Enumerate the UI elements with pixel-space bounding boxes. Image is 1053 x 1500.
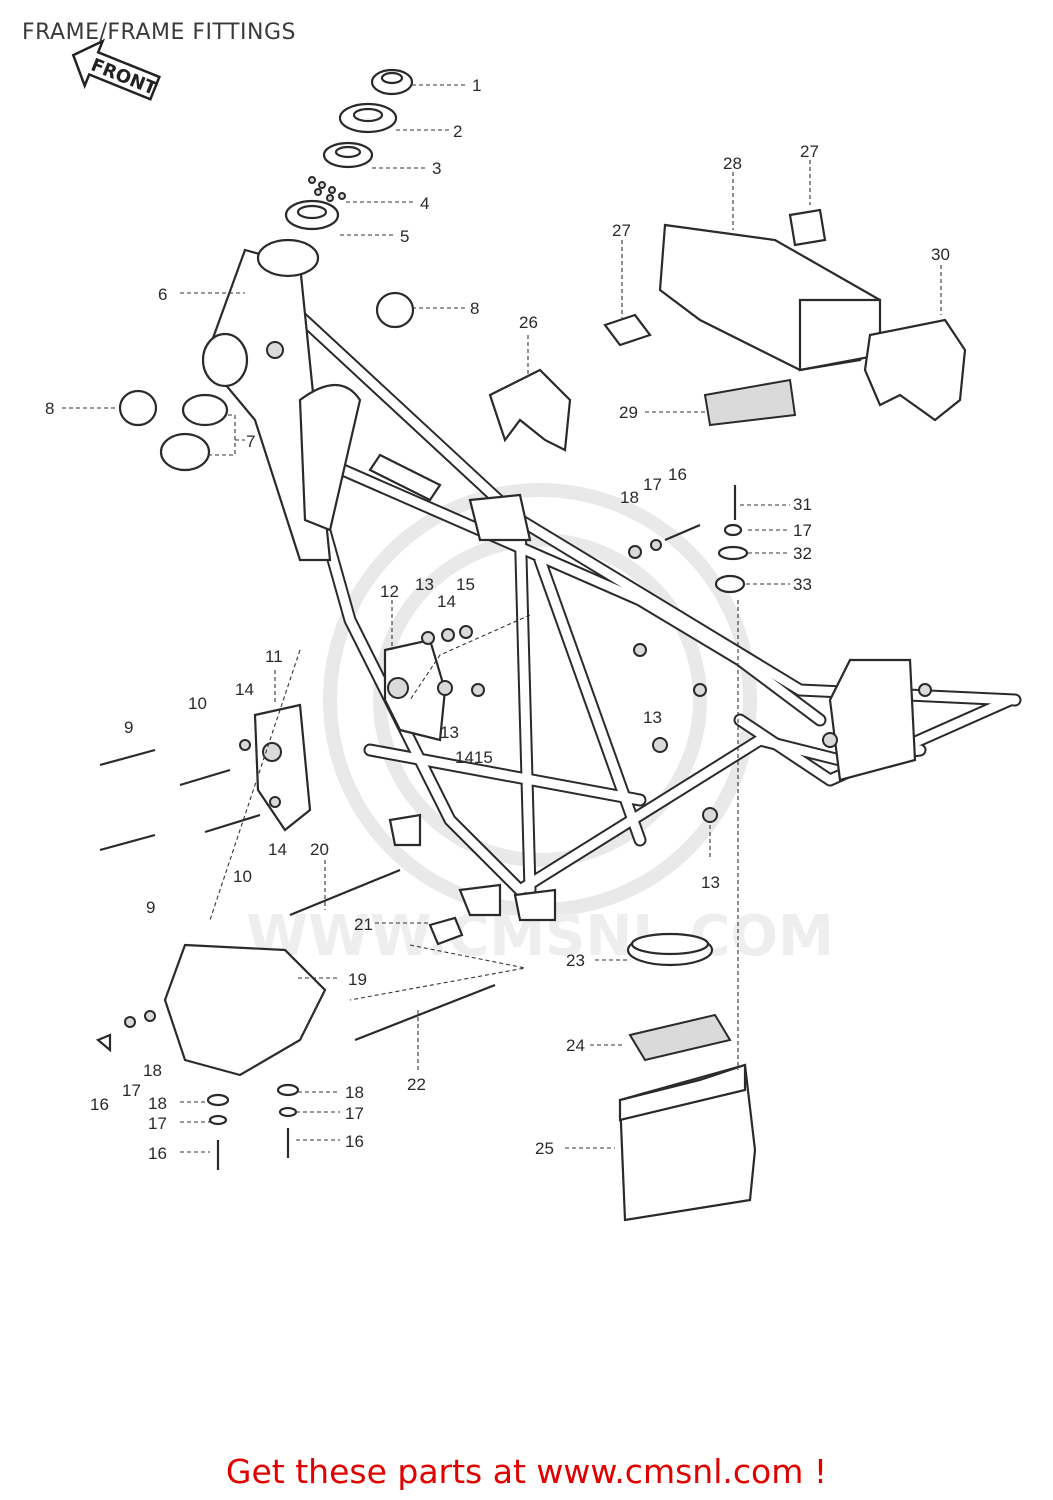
callout-19: 19 <box>348 970 367 989</box>
callout-9a: 9 <box>124 718 133 737</box>
callout-13a: 13 <box>415 575 434 594</box>
electrical-parts <box>488 208 967 1222</box>
front-arrow-label: FRONT <box>88 55 160 101</box>
callout-21: 21 <box>354 915 373 934</box>
callout-33: 33 <box>793 575 812 594</box>
callout-15a: 15 <box>456 575 475 594</box>
callout-1: 1 <box>472 76 481 95</box>
callout-29: 29 <box>619 403 638 422</box>
callout-17e: 17 <box>345 1104 364 1123</box>
callout-16d: 16 <box>345 1132 364 1151</box>
callout-25: 25 <box>535 1139 554 1158</box>
callout-31: 31 <box>793 495 812 514</box>
callout-23: 23 <box>566 951 585 970</box>
callout-18d: 18 <box>345 1083 364 1102</box>
footer-shop-link[interactable]: Get these parts at www.cmsnl.com ! <box>225 1452 828 1491</box>
callout-28: 28 <box>723 154 742 173</box>
front-arrow-icon: FRONT <box>71 38 161 101</box>
callout-17b: 17 <box>793 521 812 540</box>
callout-4: 4 <box>420 194 429 213</box>
callout-13d: 13 <box>701 873 720 892</box>
callout-5: 5 <box>400 227 409 246</box>
callout-14c: 14 <box>268 840 287 859</box>
frame-body <box>201 238 1022 922</box>
callout-14a: 14 <box>437 592 456 611</box>
callout-10a: 10 <box>188 694 207 713</box>
callout-27a: 27 <box>800 142 819 161</box>
callout-6: 6 <box>158 285 167 304</box>
callout-24: 24 <box>566 1036 585 1055</box>
callout-7: 7 <box>246 432 255 451</box>
callout-20: 20 <box>310 840 329 859</box>
callout-8a: 8 <box>45 399 54 418</box>
callout-18b: 18 <box>143 1061 162 1080</box>
mounting-hardware <box>95 485 749 1170</box>
callout-22: 22 <box>407 1075 426 1094</box>
callout-26: 26 <box>519 313 538 332</box>
callout-labels: 1 2 3 4 5 6 7 8 8 26 27 28 27 30 29 16 1… <box>45 76 950 1163</box>
callout-12: 12 <box>380 582 399 601</box>
callout-13c: 13 <box>643 708 662 727</box>
callout-14b: 14 <box>235 680 254 699</box>
callout-18a: 18 <box>620 488 639 507</box>
callout-16a: 16 <box>668 465 687 484</box>
callout-32: 32 <box>793 544 812 563</box>
callout-8b: 8 <box>470 299 479 318</box>
callout-9b: 9 <box>146 898 155 917</box>
callout-17a: 17 <box>643 475 662 494</box>
callout-3: 3 <box>432 159 441 178</box>
callout-30: 30 <box>931 245 950 264</box>
callout-27b: 27 <box>612 221 631 240</box>
callout-1415: 1415 <box>455 748 493 767</box>
callout-11: 11 <box>265 647 283 666</box>
callout-16b: 16 <box>90 1095 109 1114</box>
leader-lines <box>62 84 942 1153</box>
callout-18c: 18 <box>148 1094 167 1113</box>
callout-16c: 16 <box>148 1144 167 1163</box>
steering-parts <box>118 68 415 472</box>
callout-17c: 17 <box>122 1081 141 1100</box>
callout-2: 2 <box>453 122 462 141</box>
callout-13b: 13 <box>440 723 459 742</box>
page-title: FRAME/FRAME FITTINGS <box>22 20 296 45</box>
callout-10b: 10 <box>233 867 252 886</box>
callout-17d: 17 <box>148 1114 167 1133</box>
parts-diagram: WWW.CMSNL.COM FRONT <box>45 38 1022 1222</box>
